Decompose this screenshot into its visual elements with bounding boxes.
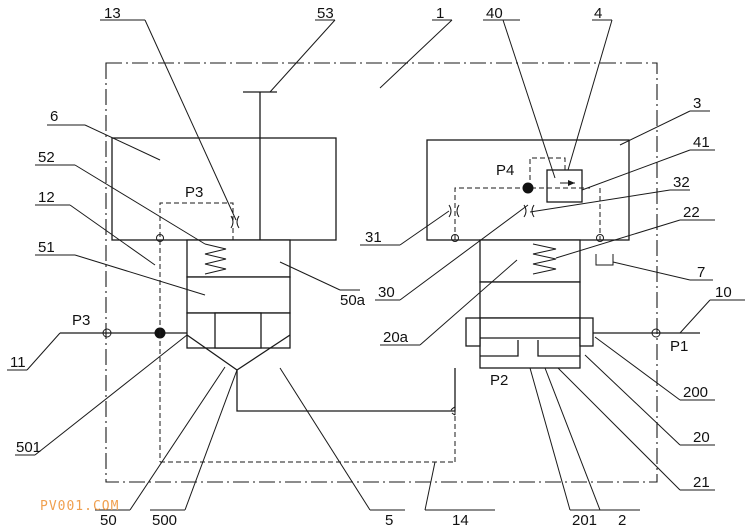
right-spring — [532, 243, 557, 275]
label-51: 51 — [38, 239, 55, 256]
watermark: PV001.COM — [40, 499, 119, 514]
label-41: 41 — [693, 134, 710, 151]
label-13: 13 — [104, 5, 121, 22]
label-14: 14 — [452, 512, 469, 529]
label-31: 31 — [365, 229, 382, 246]
label-50a: 50a — [340, 292, 366, 309]
element-7 — [595, 254, 614, 266]
label-22: 22 — [683, 204, 700, 221]
main-line-5 — [236, 368, 456, 412]
label-3: 3 — [693, 95, 701, 112]
label-200: 200 — [683, 384, 708, 401]
left-valve-core — [214, 312, 262, 349]
label-52: 52 — [38, 149, 55, 166]
pilot-line-left — [159, 202, 234, 333]
label-11: 11 — [10, 354, 26, 371]
pilot-line-right — [454, 187, 590, 240]
label-32: 32 — [673, 174, 690, 191]
label-12: 12 — [38, 189, 55, 206]
port-p3-left: P3 — [72, 312, 90, 329]
label-4: 4 — [594, 5, 602, 22]
label-1: 1 — [436, 5, 444, 22]
label-10: 10 — [715, 284, 732, 301]
right-valve-left-lug — [465, 317, 481, 347]
port-p2: P2 — [490, 372, 508, 389]
label-501: 501 — [16, 439, 41, 456]
left-valve-upper-body — [186, 239, 291, 278]
pilot-valve — [546, 169, 583, 203]
label-21: 21 — [693, 474, 710, 491]
label-40: 40 — [486, 5, 503, 22]
label-7: 7 — [697, 264, 705, 281]
left-spring — [204, 243, 227, 275]
label-30: 30 — [378, 284, 395, 301]
label-6: 6 — [50, 108, 58, 125]
leader-lines — [7, 19, 745, 511]
right-valve-piston — [479, 281, 581, 319]
right-valve-right-lug — [579, 317, 594, 347]
port-p3-inner: P3 — [185, 184, 203, 201]
port-p1: P1 — [670, 338, 688, 355]
left-valve-piston — [186, 276, 291, 314]
right-valve-upper-body — [479, 239, 581, 283]
label-20: 20 — [693, 429, 710, 446]
label-53: 53 — [317, 5, 334, 22]
label-5: 5 — [385, 512, 393, 529]
label-50: 50 — [100, 512, 117, 529]
label-20a: 20a — [383, 329, 409, 346]
label-2: 2 — [618, 512, 626, 529]
port-p4: P4 — [496, 162, 514, 179]
label-500: 500 — [152, 512, 177, 529]
label-201: 201 — [572, 512, 597, 529]
right-valve-lower-body — [479, 317, 581, 369]
